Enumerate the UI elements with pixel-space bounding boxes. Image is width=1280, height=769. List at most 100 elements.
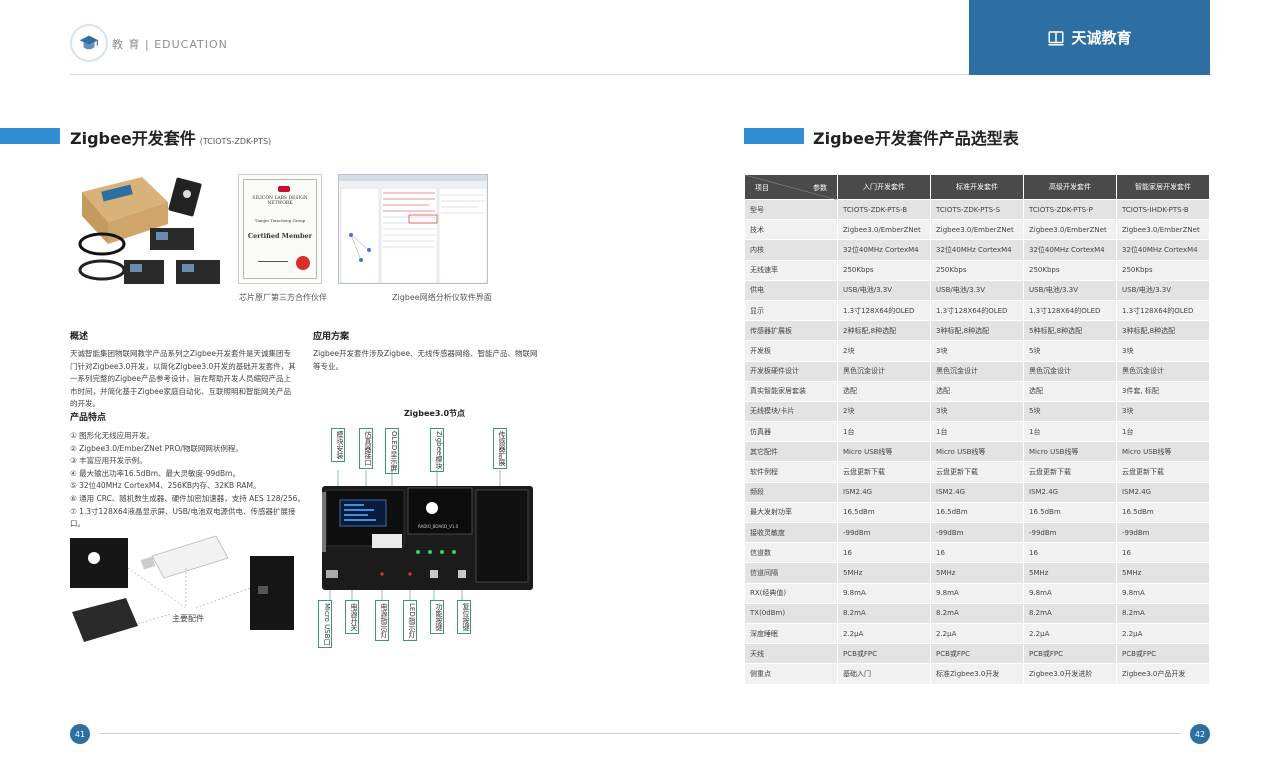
certificate-border: SILICON LABS DESIGN NETWORK Tianjin Tian… [243,179,317,279]
accessories-label: 主要配件 [172,614,204,623]
row-label: 接收灵敏度 [744,521,838,544]
table-cell: ISM2.4G [1023,481,1117,503]
cert-company: Tianjin Tiancheng Group [254,218,306,223]
callout-emulator-port: 仿真器接口 [359,428,373,469]
page-number-right: 42 [1190,724,1210,744]
callout-power-switch: 电源开关 [345,600,359,634]
table-cell: 选配 [930,380,1024,402]
row-label: 供电 [744,279,838,301]
callout-module-mount: 模块安装 [331,428,345,462]
table-cell: 1.3寸128X64的OLED [837,299,931,322]
table-cell: Micro USB线等 [930,441,1024,463]
column-header: 入门开发套件 [837,174,931,200]
table-cell: 9.8mA [1116,582,1210,604]
table-cell: 黑色沉金设计 [1023,360,1117,382]
table-cell: 16.5dBm [1023,501,1117,524]
row-label: 无线速率 [744,259,838,281]
row-label: 开发板 [744,340,838,362]
table-cell: 32位40MHz CortexM4 [837,239,931,261]
table-cell: 3种标配,8种选配 [930,320,1024,342]
table-cell: 云盘更新下载 [837,461,931,483]
education-label: 教 育 | EDUCATION [112,38,228,51]
table-cell: TCIOTS-IHDK-PTS-B [1116,198,1210,221]
table-cell: 250Kbps [1116,259,1210,281]
kit-photo [78,177,220,284]
row-label: 深度睡眠 [744,622,838,645]
feature-item: ⑦ 1.3寸128X64液晶显示屏、USB/电池双电源供电、传感器扩展接口。 [70,506,296,529]
table-cell: Zigbee3.0/EmberZNet [930,219,1024,241]
caption-certificate: 芯片原厂第三方合作伙伴 [239,293,327,302]
section-accent-bar [0,128,60,144]
page-number-left: 41 [70,724,90,744]
table-cell: 1.3寸128X64的OLED [1023,299,1117,322]
diagonal-line [745,175,838,200]
table-cell: 1台 [837,421,931,443]
table-cell: 8.2mA [837,602,931,624]
book-icon [1048,30,1064,45]
table-cell: 3块 [1116,400,1210,423]
table-cell: 32位40MHz CortexM4 [1116,239,1210,261]
table-cell: TCIOTS-ZDK-PTS-P [1023,198,1117,221]
features-heading: 产品特点 [70,413,107,423]
red-seal [296,256,310,270]
table-cell: 9.8mA [1023,582,1117,604]
feature-item: ⑤ 32位40MHz CortexM4、256KB内存、32KB RAM。 [70,481,261,491]
table-cell: 云盘更新下载 [1116,461,1210,483]
table-cell: 5块 [1023,400,1117,423]
table-cell: PCB或FPC [1116,643,1210,665]
table-cell: PCB或FPC [1023,643,1117,665]
board-label: RADIO_BOARD_V1.0 [418,524,459,529]
features-list: ① 图形化无线应用开发。 ② Zigbee3.0/EmberZNet PRO/物… [70,430,310,531]
table-cell: Micro USB线等 [1023,441,1117,463]
callout-led-indicator: LED指示灯 [403,600,417,641]
zigbee-node-board: RADIO_BOARD_V1.0 [322,486,533,590]
table-cell: 1台 [1116,421,1210,443]
table-corner-cell: 项目 参数 [744,174,838,200]
callout-oled: OLED显示屏 [385,428,399,475]
feature-item: ③ 丰富应用开发示例。 [70,456,147,466]
table-cell: 黑色沉金设计 [1116,360,1210,382]
cert-heading: Certified Member [247,232,313,240]
table-cell: 黑色沉金设计 [837,360,931,382]
table-cell: ISM2.4G [930,481,1024,503]
table-cell: 3块 [930,400,1024,423]
table-cell: 9.8mA [837,582,931,604]
row-label: 信道数 [744,542,838,564]
row-label: 仿真器 [744,421,838,443]
board-illustration: RADIO_BOARD_V1.0 [322,487,529,583]
table-row: 开发板硬件设计黑色沉金设计黑色沉金设计黑色沉金设计黑色沉金设计 [744,360,1210,382]
table-cell: Zigbee3.0/EmberZNet [1023,219,1117,241]
table-cell: 16.5dBm [837,501,931,524]
callout-sensor-expansion: 传感器扩展 [493,428,507,469]
table-cell: ISM2.4G [837,481,931,503]
table-cell: ISM2.4G [1116,481,1210,503]
caption-software: Zigbee网络分析仪软件界面 [392,293,492,302]
table-cell: Zigbee3.0/EmberZNet [837,219,931,241]
corner-item-label: 项目 [755,184,769,192]
software-ui-mock [339,175,487,283]
table-cell: 16 [837,542,931,564]
overview-text: 天诚智能集团物联网教学产品系列之Zigbee开发套件是天诚集团专门针对Zigbe… [70,349,296,408]
table-cell: 3块 [1116,340,1210,362]
table-cell: 250Kbps [1023,259,1117,281]
table-cell: 2块 [837,400,931,423]
table-cell: 32位40MHz CortexM4 [1023,239,1117,261]
table-cell: PCB或FPC [837,643,931,665]
signature [258,256,288,262]
row-label: 其它配件 [744,441,838,463]
corner-param-label: 参数 [813,184,827,192]
table-cell: 2.2μA [930,622,1024,645]
column-header: 智能家居开发套件 [1116,174,1210,200]
row-label: 最大发射功率 [744,501,838,524]
